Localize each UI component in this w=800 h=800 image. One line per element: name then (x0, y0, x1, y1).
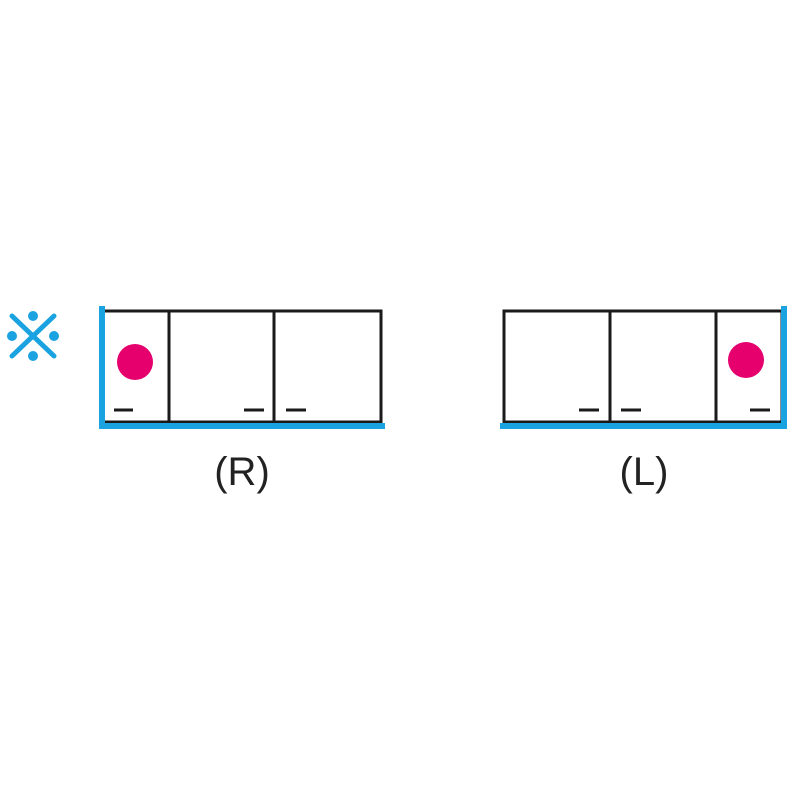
cabinet-unit-right (99, 306, 385, 429)
cabinet-unit-left (500, 306, 787, 429)
unit-label-right: (R) (214, 450, 270, 494)
reference-mark-icon (7, 311, 59, 361)
marker-dot (117, 344, 153, 380)
unit-label-left: (L) (619, 450, 669, 494)
marker-dot (728, 342, 764, 378)
